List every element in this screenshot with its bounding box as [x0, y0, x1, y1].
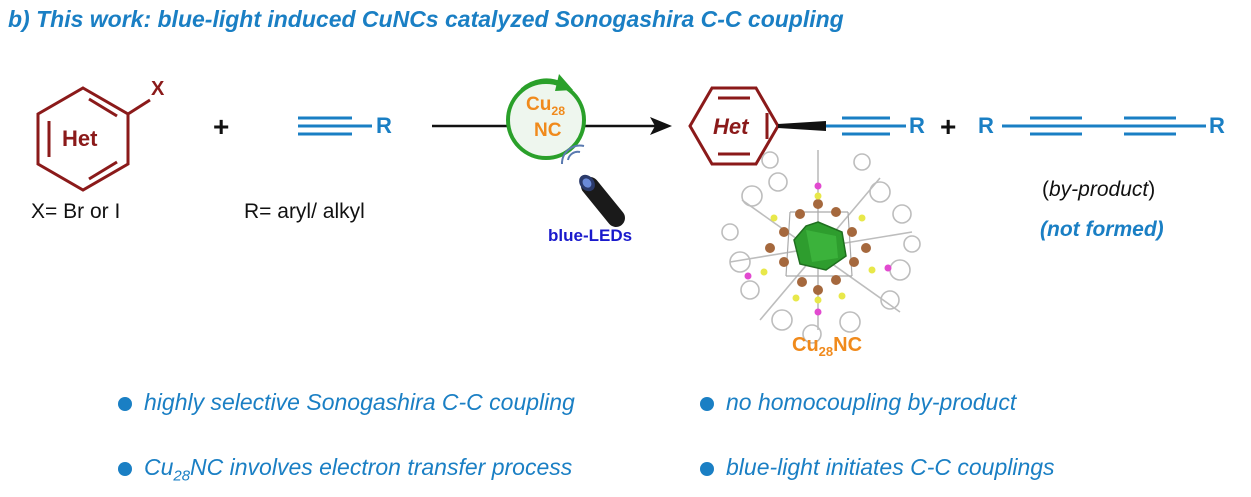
reactant2-caption: R= aryl/ alkyl — [244, 200, 365, 223]
bullet-2-text: no homocoupling by-product — [726, 389, 1017, 415]
bullet-dot-icon — [118, 397, 132, 412]
plus-sign-1: + — [213, 111, 230, 142]
byproduct-r-right: R — [1209, 113, 1225, 138]
byproduct-status: (not formed) — [1040, 218, 1164, 241]
bullet-3: Cu28NC involves electron transfer proces… — [118, 454, 572, 485]
cu28-cluster-structure — [721, 150, 921, 344]
catalyst-cu28-label: Cu28 — [526, 94, 566, 118]
reactant2-triple-bond — [298, 116, 372, 136]
cluster-label: Cu28NC — [792, 334, 863, 359]
bullet-3-text: Cu28NC involves electron transfer proces… — [144, 454, 573, 485]
bullet-1: highly selective Sonogashira C-C couplin… — [118, 389, 575, 420]
reactant1-het-label: Het — [62, 126, 98, 151]
reactant1-ring — [36, 86, 151, 192]
product-triple-bond — [778, 116, 906, 136]
bullet-4-text: blue-light initiates C-C couplings — [726, 454, 1055, 480]
bullet-dot-icon — [700, 462, 714, 477]
bullet-4: blue-light initiates C-C couplings — [700, 454, 1055, 485]
blue-led-icon — [560, 144, 625, 227]
reactant1-caption: X= Br or I — [31, 200, 121, 223]
bullet-dot-icon — [118, 462, 132, 477]
product-r-label: R — [909, 113, 925, 138]
bullet-2: no homocoupling by-product — [700, 389, 1016, 420]
bullet-1-text: highly selective Sonogashira C-C couplin… — [144, 389, 575, 415]
catalyst-circle — [506, 74, 586, 160]
reactant1-x-label: X — [151, 78, 165, 100]
byproduct-note: (by-product) — [1042, 178, 1156, 201]
catalyst-nc-label: NC — [534, 120, 562, 141]
byproduct-r-left: R — [978, 113, 994, 138]
plus-sign-2: + — [940, 111, 957, 142]
blue-leds-label: blue-LEDs — [548, 226, 633, 245]
product-het-label: Het — [713, 114, 749, 139]
bullet-dot-icon — [700, 397, 714, 412]
byproduct-diyne — [1002, 116, 1206, 136]
figure-title: b) This work: blue-light induced CuNCs c… — [8, 6, 844, 32]
reactant2-r-label: R — [376, 113, 392, 138]
